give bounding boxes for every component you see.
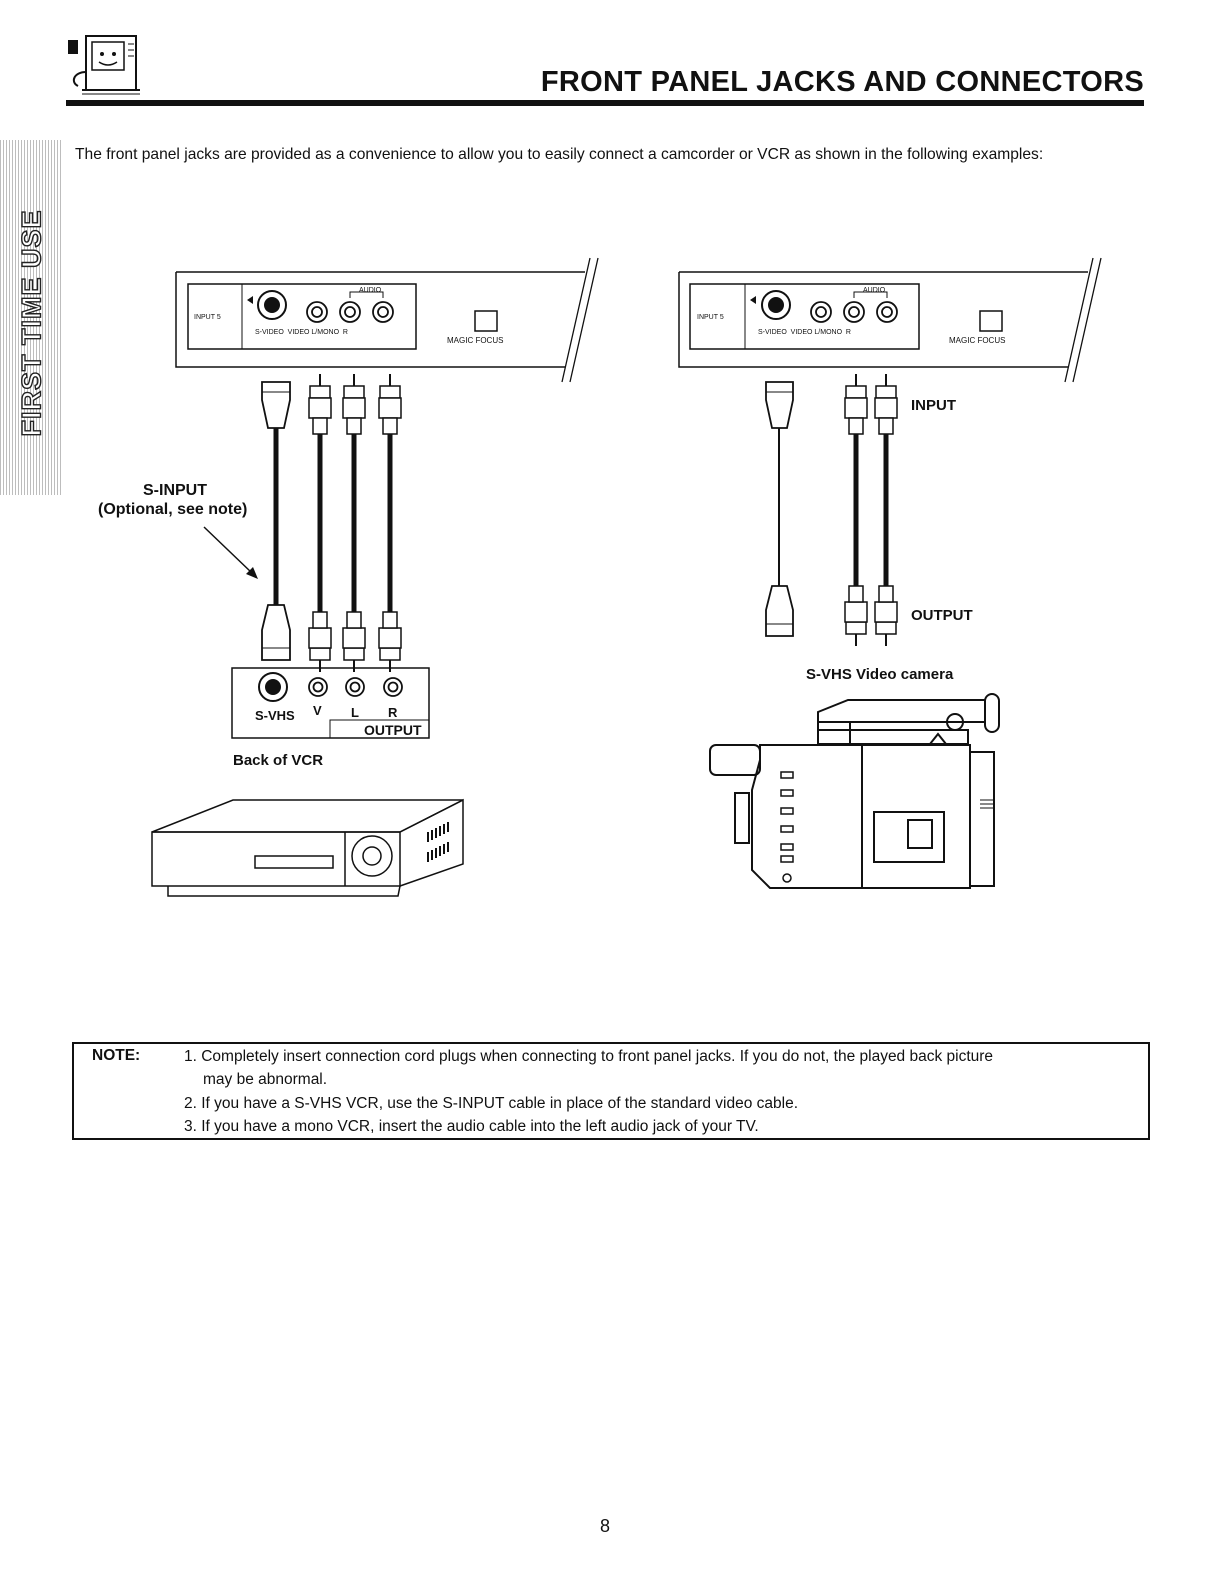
- note-item-1: 1. Completely insert connection cord plu…: [184, 1048, 994, 1065]
- svhs-camera-caption: S-VHS Video camera: [806, 666, 954, 683]
- panel-jack-labels-left: S-VIDEO VIDEO L/MONO R: [255, 329, 348, 336]
- vcr-svhs-label: S-VHS: [255, 708, 295, 723]
- back-of-vcr-caption: Back of VCR: [233, 752, 324, 769]
- panel-input-label-right: INPUT 5: [697, 314, 724, 321]
- vcr-back-panel: [231, 667, 430, 739]
- camera-output-label: OUTPUT: [911, 607, 973, 624]
- tv-front-panel-right: [678, 257, 1102, 383]
- rca-plugs-right: [844, 373, 898, 647]
- panel-audio-label-left: AUDIO: [359, 287, 382, 294]
- page-number: 8: [599, 1516, 610, 1536]
- vcr-output-label: OUTPUT: [364, 722, 422, 738]
- camera-input-label: INPUT: [911, 397, 956, 414]
- panel-audio-label-right: AUDIO: [863, 287, 886, 294]
- magic-focus-label-right: MAGIC FOCUS: [949, 336, 1006, 345]
- s-video-cable-left: [261, 381, 291, 661]
- panel-jack-labels-right: S-VIDEO VIDEO L/MONO R: [758, 329, 851, 336]
- rca-wires-left: [317, 434, 393, 612]
- s-input-arrow: [203, 526, 258, 579]
- tv-mascot-icon: [68, 35, 140, 95]
- s-input-label: S-INPUT: [143, 482, 207, 499]
- magic-focus-label-left: MAGIC FOCUS: [447, 336, 504, 345]
- rca-wires-right: [853, 434, 889, 586]
- note-item-1-cont: may be abnormal.: [203, 1071, 328, 1088]
- s-video-cable-right: [765, 381, 794, 637]
- note-label: NOTE:: [92, 1047, 141, 1064]
- tv-front-panel-left: [175, 257, 599, 383]
- note-item-2: 2. If you have a S-VHS VCR, use the S-IN…: [184, 1095, 799, 1112]
- vcr-illustration: [151, 798, 464, 897]
- page-title: FRONT PANEL JACKS AND CONNECTORS: [540, 66, 1144, 98]
- side-tab-background: [0, 140, 62, 495]
- title-rule: [66, 100, 1144, 106]
- s-input-note: (Optional, see note): [98, 501, 248, 518]
- vcr-l-label: L: [351, 705, 359, 720]
- intro-text: The front panel jacks are provided as a …: [75, 146, 1044, 163]
- panel-input-label-left: INPUT 5: [194, 314, 221, 321]
- camcorder-illustration: [709, 693, 1000, 889]
- vcr-v-label: V: [313, 703, 322, 718]
- vcr-r-label: R: [388, 705, 398, 720]
- note-item-3: 3. If you have a mono VCR, insert the au…: [184, 1118, 759, 1135]
- connection-diagram: [151, 257, 1102, 897]
- note-box: [72, 1042, 1150, 1140]
